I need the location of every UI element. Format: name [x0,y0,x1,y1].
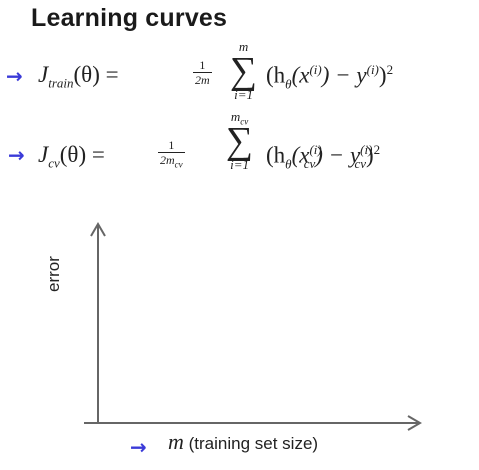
equation-lhs: Jtrain(θ) = [38,62,119,91]
x-axis-label: m (training set size) [168,429,318,455]
equation-rhs: (hθ(x(i)cv) − y(i)cv)2 [266,142,381,172]
train-cost-equation: Jtrain(θ) = 1 2m m ∑ i=1 (hθ(x(i)) − y(i… [30,40,470,104]
x-axis-text: (training set size) [188,434,319,453]
equation-lhs: Jcv(θ) = [38,142,105,171]
y-axis-arrowhead [90,222,106,237]
equation-fraction: 1 2m [193,58,212,87]
summation-sign: mcv ∑ i=1 [226,109,254,172]
summation-sign: m ∑ i=1 [230,39,258,102]
y-axis-label: error [44,256,63,292]
equation-rhs: (hθ(x(i)) − y(i))2 [266,62,394,92]
equation-fraction: 1 2mcv [158,138,185,170]
handwritten-arrow-icon: → [6,64,23,88]
x-axis-arrowhead [407,415,422,431]
cv-cost-equation: Jcv(θ) = 1 2mcv mcv ∑ i=1 (hθ(x(i)cv) − … [30,110,470,184]
handwritten-arrow-icon: → [8,143,25,167]
slide-title: Learning curves [31,4,228,32]
handwritten-arrow-icon: → [130,435,147,459]
x-axis-symbol: m [168,429,184,454]
